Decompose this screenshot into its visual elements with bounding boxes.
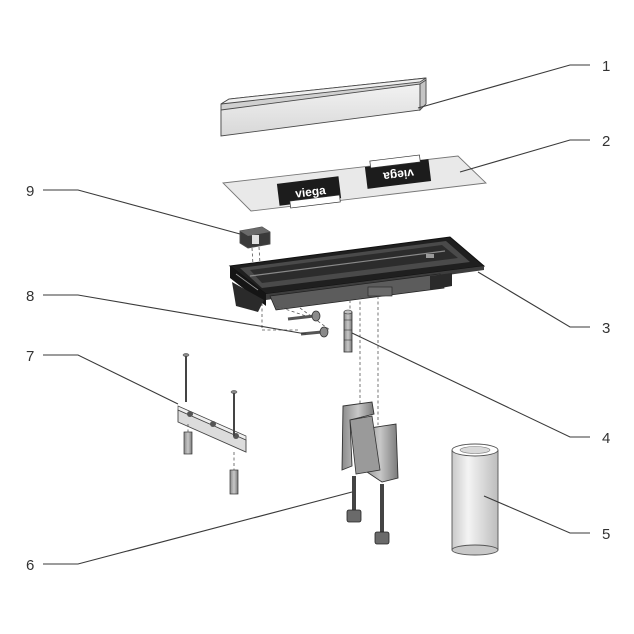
- callout-4: 4: [602, 430, 610, 447]
- part-8-screws: [287, 310, 329, 338]
- brand-label-left: viega: [294, 183, 326, 201]
- callout-7: 7: [26, 348, 34, 365]
- part-1-cover-strip: [220, 77, 427, 137]
- brand-label-right: viega: [382, 166, 414, 184]
- callout-6: 6: [26, 557, 34, 574]
- callout-3: 3: [602, 320, 610, 337]
- callout-labels: 1 2 3 4 5 6 7 8 9: [26, 58, 610, 574]
- part-5-sleeve: [451, 443, 499, 556]
- part-6-leveling-foot: [341, 401, 399, 545]
- callout-9: 9: [26, 183, 34, 200]
- part-3-drain-channel: [228, 236, 486, 312]
- callout-2: 2: [602, 133, 610, 150]
- part-4-threaded-rod: [343, 309, 353, 353]
- leader-lines: [43, 64, 590, 565]
- callout-5: 5: [602, 526, 610, 543]
- part-2-protection-sheet: viega viega: [222, 154, 487, 212]
- callout-1: 1: [602, 58, 610, 75]
- part-7-mounting-plate: [177, 353, 247, 495]
- callout-8: 8: [26, 288, 34, 305]
